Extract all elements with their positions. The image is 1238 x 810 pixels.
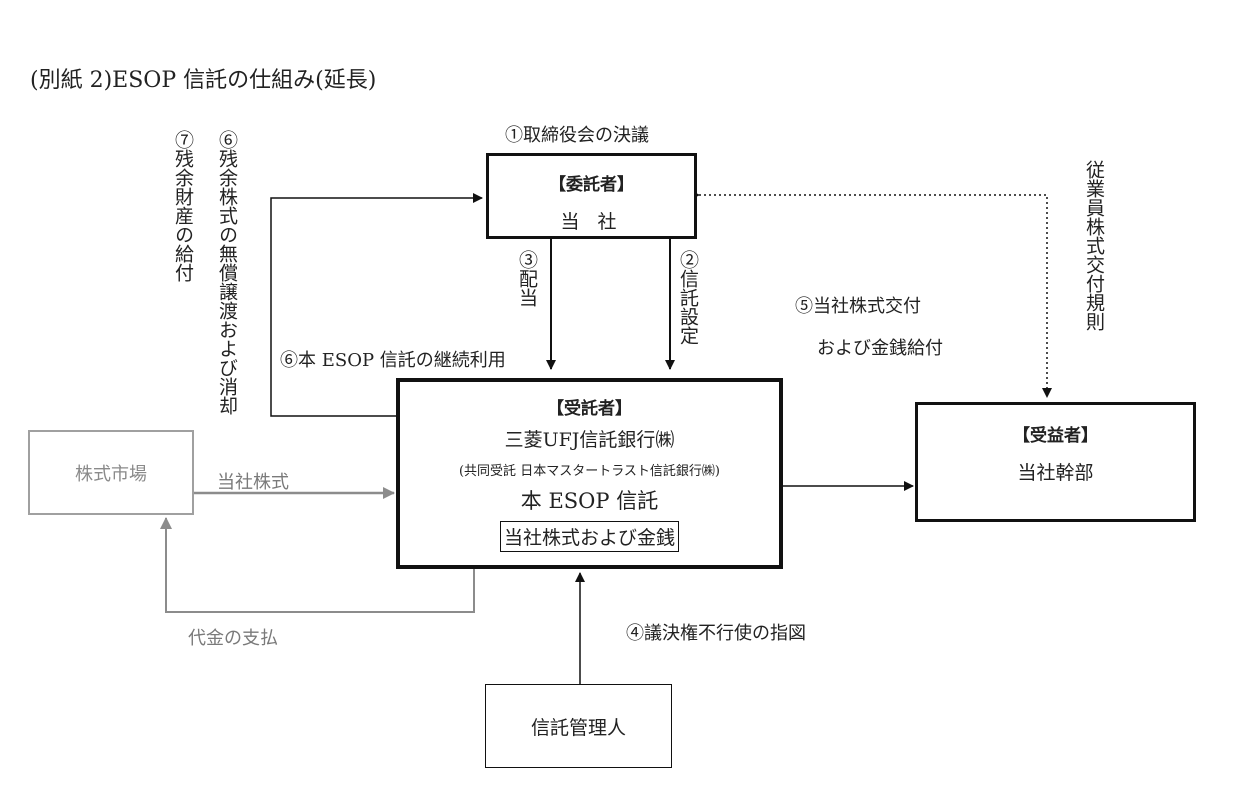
trustee-trust-name: 本 ESOP 信託 <box>520 489 659 513</box>
trustor-box: 【委託者】 当 社 <box>486 153 697 239</box>
rules-dotted-arrow <box>690 190 1052 398</box>
market-shares-label: 当社株式 <box>217 472 289 493</box>
delivery-label-line2: および金銭給付 <box>817 338 943 359</box>
free-transfer-label: ⑥残余株式の無償譲渡および消却 <box>216 130 238 415</box>
administrator-box: 信託管理人 <box>485 684 672 768</box>
board-resolution-label: ①取締役会の決議 <box>505 125 649 146</box>
delivery-label-line1: ⑤当社株式交付 <box>795 296 921 317</box>
continued-use-label: ⑥本 ESOP 信託の継続利用 <box>280 350 506 371</box>
payment-arrow <box>160 517 475 613</box>
trustee-box: 【受託者】 三菱UFJ信託銀行㈱ (共同受託 日本マスタートラスト信託銀行㈱) … <box>396 378 783 569</box>
trustee-assets: 当社株式および金銭 <box>499 521 679 552</box>
page-title: (別紙 2)ESOP 信託の仕組み(延長) <box>30 68 377 93</box>
dividend-label: ③配当 <box>516 250 538 307</box>
beneficiary-name: 当社幹部 <box>1017 462 1094 484</box>
beneficiary-heading: 【受益者】 <box>1013 426 1098 446</box>
trustee-heading: 【受託者】 <box>547 399 632 419</box>
trustor-heading: 【委託者】 <box>549 175 634 195</box>
trustor-name: 当 社 <box>560 211 623 233</box>
trustee-joint: (共同受託 日本マスタートラスト信託銀行㈱) <box>458 464 721 479</box>
voting-instruction-label: ④議決権不行使の指図 <box>626 623 806 644</box>
trust-setting-label: ②信託設定 <box>677 250 699 345</box>
share-delivery-rules-label: 従業員株式交付規則 <box>1083 160 1105 331</box>
beneficiary-box: 【受益者】 当社幹部 <box>915 402 1196 522</box>
market-box: 株式市場 <box>28 430 194 515</box>
residual-assets-label: ⑦残余財産の給付 <box>172 130 194 282</box>
administrator-name: 信託管理人 <box>530 716 626 739</box>
continued-use-arrow <box>270 193 483 417</box>
payment-label: 代金の支払 <box>188 628 278 649</box>
trustee-bank: 三菱UFJ信託銀行㈱ <box>504 429 675 451</box>
market-name: 株式市場 <box>75 463 147 485</box>
